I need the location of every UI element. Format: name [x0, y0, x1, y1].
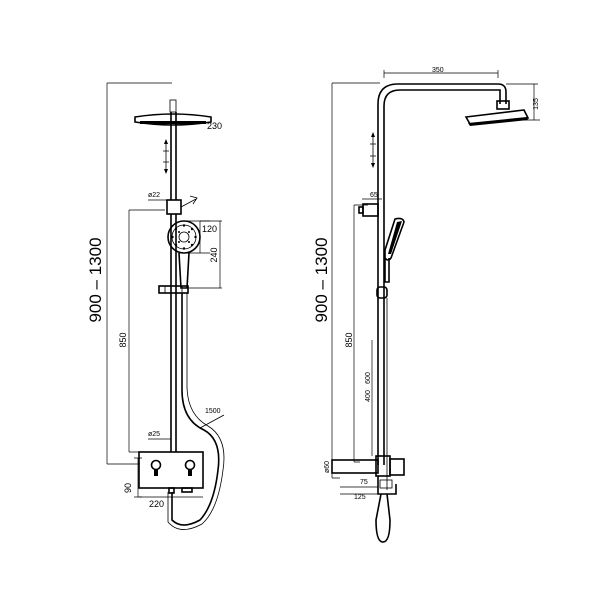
side-slide-label: 850 — [344, 332, 354, 347]
front-diverter — [166, 195, 198, 215]
front-upper-riser — [170, 112, 177, 200]
front-hose-length-label: 1500 — [205, 408, 221, 415]
side-hose-loop — [375, 493, 391, 543]
front-head-diameter-label: 230 — [207, 121, 222, 131]
front-handshower-height-dimension — [188, 220, 222, 289]
front-lower-riser — [170, 214, 177, 452]
side-height-dimension — [331, 82, 380, 479]
front-rain-head — [134, 99, 212, 126]
front-hose-outline — [167, 293, 225, 530]
side-arm-label: 350 — [432, 67, 444, 74]
front-mixer-height-label: 90 — [123, 483, 133, 493]
front-slide-label: 850 — [118, 332, 128, 347]
side-adjust-arrows — [370, 132, 376, 168]
front-mixer-width-label: 220 — [149, 499, 164, 509]
front-view: 900 – 1300 850 230 ø22 — [86, 82, 225, 530]
side-spout-dimension — [340, 486, 378, 495]
front-arm-diameter-label: ø22 — [148, 192, 160, 199]
side-riser-outer — [377, 83, 507, 465]
front-handshower-height-label: 240 — [209, 247, 219, 262]
side-head-drop-label: 135 — [533, 98, 540, 110]
side-hand-shower — [384, 217, 405, 283]
side-bar-600-label: 600 — [365, 372, 372, 384]
front-hand-shower — [167, 220, 201, 289]
side-spout-diameter-label: ø60 — [324, 461, 331, 473]
side-mixer — [331, 455, 405, 495]
front-mixer — [138, 451, 204, 494]
front-slide-holder — [158, 285, 189, 294]
side-slide-dimension — [353, 204, 368, 463]
front-hose — [171, 293, 220, 526]
front-slide-dimension — [128, 209, 165, 453]
side-riser-inner — [383, 89, 501, 465]
side-rain-head — [464, 100, 530, 126]
side-arm-dimension — [383, 70, 499, 78]
side-slide-clamp — [376, 286, 388, 299]
front-handshower-diameter-label: 120 — [202, 224, 217, 234]
side-spout-125-label: 125 — [354, 494, 366, 501]
side-holder — [358, 203, 379, 217]
side-holder-offset-label: 65 — [370, 192, 378, 199]
side-bar-400-label: 400 — [365, 390, 372, 402]
side-height-label: 900 – 1300 — [312, 237, 331, 322]
side-view: 350 900 – 1300 850 600 400 135 65 — [312, 67, 540, 543]
front-adjust-arrows — [163, 139, 169, 174]
front-hose-leader — [199, 414, 225, 429]
side-spout-75-label: 75 — [360, 479, 368, 486]
front-height-dimension — [106, 82, 172, 465]
front-height-label: 900 – 1300 — [86, 237, 105, 322]
front-pipe-diameter-label: ø25 — [148, 431, 160, 438]
